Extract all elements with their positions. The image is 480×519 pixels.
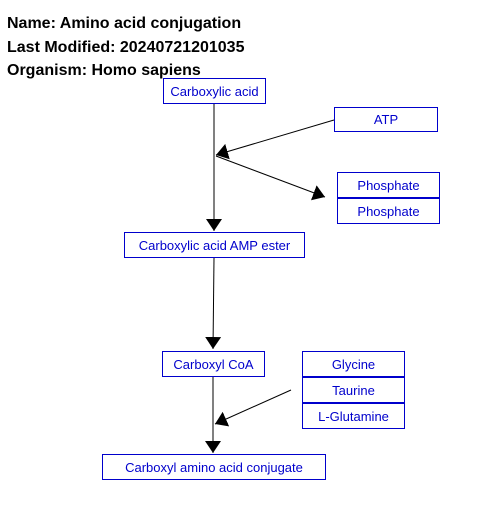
node-l-glutamine[interactable]: L-Glutamine bbox=[302, 403, 405, 429]
node-phosphate-1[interactable]: Phosphate bbox=[337, 172, 440, 198]
node-carboxyl-amino-acid-conjugate[interactable]: Carboxyl amino acid conjugate bbox=[102, 454, 326, 480]
node-glycine[interactable]: Glycine bbox=[302, 351, 405, 377]
edge-amino-acid-input bbox=[214, 389, 292, 427]
node-phosphate-2[interactable]: Phosphate bbox=[337, 198, 440, 224]
node-carboxylic-acid[interactable]: Carboxylic acid bbox=[163, 78, 266, 104]
edge-amp-ester-to-carboxyl-coa bbox=[205, 257, 222, 350]
edge-phosphate-output bbox=[215, 155, 326, 201]
node-atp[interactable]: ATP bbox=[334, 107, 438, 132]
organism: Organism: Homo sapiens bbox=[7, 62, 201, 79]
node-taurine[interactable]: Taurine bbox=[302, 377, 405, 403]
last-modified: Last Modified: 20240721201035 bbox=[7, 39, 245, 56]
node-carboxylic-acid-amp-ester[interactable]: Carboxylic acid AMP ester bbox=[124, 232, 305, 258]
edge-atp-input bbox=[215, 119, 335, 160]
pathway-name: Name: Amino acid conjugation bbox=[7, 15, 242, 32]
node-carboxyl-coa[interactable]: Carboxyl CoA bbox=[162, 351, 265, 377]
